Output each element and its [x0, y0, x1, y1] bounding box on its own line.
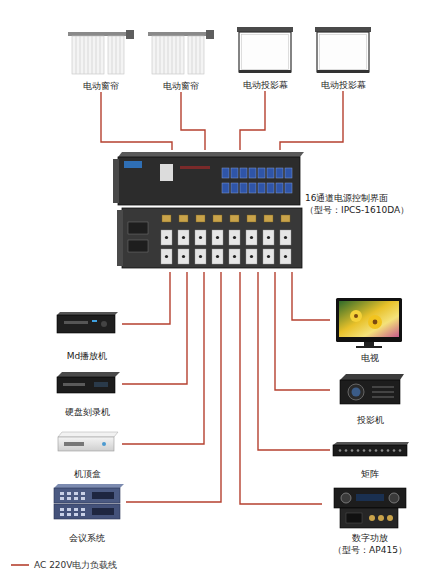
- label-group: 电动窗帘: [163, 80, 199, 92]
- curtain-art: [148, 30, 214, 74]
- label-group: 16通道电源控制界面（型号：IPCS-1610DA）: [305, 192, 409, 216]
- screen-node: 电动投影幕: [232, 25, 298, 91]
- device-label: 投影机: [357, 414, 384, 426]
- power-cable: [240, 272, 322, 504]
- label-group: 硬盘刻录机: [65, 406, 110, 418]
- label-group: 矩阵: [361, 468, 379, 480]
- label-group: Md播放机: [67, 350, 107, 362]
- player-node: Md播放机: [52, 312, 122, 362]
- projector-node: 投影机: [330, 372, 410, 426]
- matrix-art: [333, 442, 409, 456]
- device-label: （型号：AP415）: [333, 544, 407, 556]
- device-label: 电动窗帘: [163, 80, 199, 92]
- power-cable: [181, 92, 205, 150]
- device-label: （型号：IPCS-1610DA）: [305, 204, 409, 216]
- device-label: Md播放机: [67, 350, 107, 362]
- amplifier-art: [334, 488, 406, 528]
- power-cable: [122, 272, 170, 324]
- controller-art: [113, 152, 304, 268]
- controller-node: 16通道电源控制界面（型号：IPCS-1610DA）: [118, 150, 303, 272]
- legend-row: AC 220V电力负载线: [10, 559, 117, 571]
- projector-art: [340, 374, 404, 404]
- power-cable: [292, 272, 330, 320]
- device-label: 硬盘刻录机: [65, 406, 110, 418]
- device-label: 电视: [361, 352, 379, 364]
- tv-node: 电视: [330, 296, 410, 364]
- device-label: 会议系统: [69, 532, 105, 544]
- label-group: 电动投影幕: [321, 79, 366, 91]
- label-group: 电动窗帘: [83, 80, 119, 92]
- conference-art: [54, 484, 124, 519]
- device-label: 16通道电源控制界面: [305, 192, 409, 204]
- power-cable: [122, 272, 204, 444]
- md-player-art: [57, 312, 118, 333]
- power-cable: [280, 91, 343, 150]
- set-top-box-node: 机顶盒: [52, 430, 122, 480]
- screen-node: 电动投影幕: [310, 25, 376, 91]
- label-group: 会议系统: [69, 532, 105, 544]
- curtain-node: 电动窗帘: [66, 28, 136, 92]
- curtain-node: 电动窗帘: [146, 28, 216, 92]
- device-label: 数字功放: [333, 532, 407, 544]
- label-group: 电视: [361, 352, 379, 364]
- recorder-art: [57, 372, 120, 393]
- screen-art: [315, 27, 371, 73]
- power-cable: [101, 92, 172, 150]
- power-cable: [126, 272, 221, 502]
- device-label: 电动投影幕: [243, 79, 288, 91]
- recorder-node: 硬盘刻录机: [52, 372, 122, 418]
- legend-text: AC 220V电力负载线: [34, 559, 117, 571]
- power-cable: [258, 272, 330, 450]
- device-label: 电动窗帘: [83, 80, 119, 92]
- label-group: 电动投影幕: [243, 79, 288, 91]
- device-label: 电动投影幕: [321, 79, 366, 91]
- tv-art: [336, 298, 402, 348]
- set-top-box-art: [58, 432, 118, 451]
- device-label: 矩阵: [361, 468, 379, 480]
- curtain-art: [68, 30, 134, 74]
- label-group: 机顶盒: [74, 468, 101, 480]
- power-cable: [240, 91, 265, 150]
- label-group: 数字功放（型号：AP415）: [333, 532, 407, 556]
- power-cable: [122, 272, 187, 384]
- power-cable: [275, 272, 330, 390]
- label-group: 投影机: [357, 414, 384, 426]
- matrix-node: 矩阵: [330, 440, 410, 480]
- screen-art: [237, 27, 293, 73]
- amplifier-node: 数字功放（型号：AP415）: [322, 484, 418, 556]
- conference-node: 会议系统: [48, 484, 126, 544]
- device-label: 机顶盒: [74, 468, 101, 480]
- legend: AC 220V电力负载线: [10, 559, 117, 571]
- legend-swatch: [10, 561, 30, 569]
